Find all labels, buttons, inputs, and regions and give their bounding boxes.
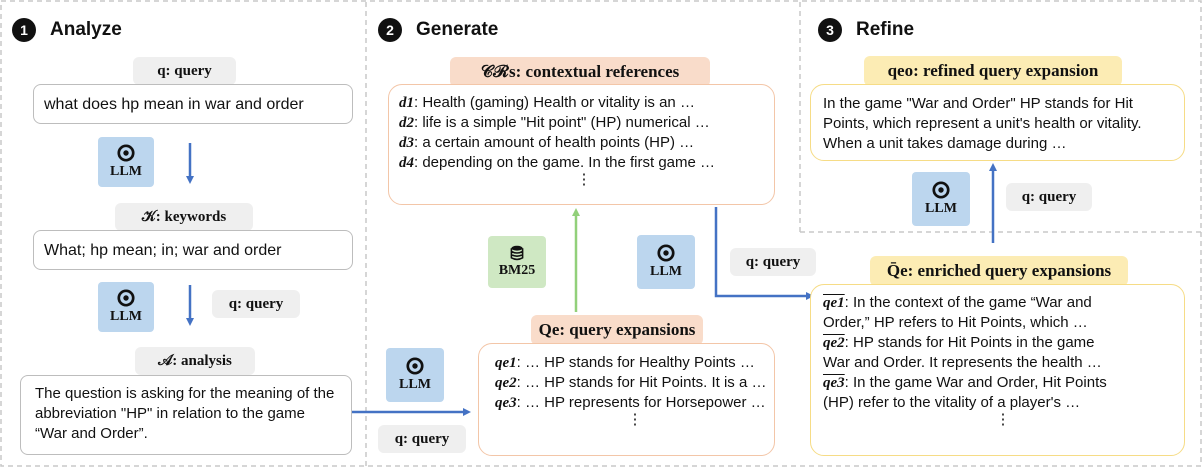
llm-block-3: LLM xyxy=(386,348,444,402)
section-title-text: Generate xyxy=(416,19,499,40)
query-tag: q: query xyxy=(1006,183,1092,211)
expansion-item: qe2: … HP stands for Hit Points. It is a… xyxy=(495,374,767,391)
aperture-icon xyxy=(117,289,135,307)
llm-block-1: LLM xyxy=(98,137,154,187)
bm25-block: BM25 xyxy=(488,236,546,288)
ellipsis: ⋮ xyxy=(576,171,592,188)
aperture-icon xyxy=(117,144,135,162)
contextual-references-tag: 𝒞ℛs: contextual references xyxy=(450,57,710,87)
document-item: d1: Health (gaming) Health or vitality i… xyxy=(399,94,695,111)
contextual-references-box: d1: Health (gaming) Health or vitality i… xyxy=(388,84,775,205)
analysis-text: The question is asking for the meaning o… xyxy=(35,385,335,442)
query-tag: q: query xyxy=(378,425,466,453)
ellipsis: ⋮ xyxy=(995,411,1011,428)
keywords-box: What; hp mean; in; war and order xyxy=(33,230,353,270)
keywords-tag: 𝒦: keywords xyxy=(115,203,253,231)
query-box: what does hp mean in war and order xyxy=(33,84,353,124)
aperture-icon xyxy=(406,357,424,375)
step-number-badge: 1 xyxy=(12,18,36,42)
enriched-item: qe3: In the game War and Order, Hit Poin… xyxy=(823,374,1107,411)
llm-block-5: LLM xyxy=(912,172,970,226)
query-tag: q: query xyxy=(133,57,236,85)
query-side-tag: q: query xyxy=(212,290,300,318)
section-analyze-title: 1 Analyze xyxy=(12,18,122,42)
query-expansions-box: qe1: … HP stands for Healthy Points … qe… xyxy=(478,343,775,456)
analysis-tag: 𝒜: analysis xyxy=(135,347,255,375)
section-generate-title: 2 Generate xyxy=(378,18,498,42)
refined-expansion-box: In the game "War and Order" HP stands fo… xyxy=(810,84,1185,161)
query-tag: q: query xyxy=(730,248,816,276)
enriched-expansions-tag: Q̄e: enriched query expansions xyxy=(870,256,1128,286)
step-number-badge: 3 xyxy=(818,18,842,42)
llm-block-4: LLM xyxy=(637,235,695,289)
refined-expansion-tag: qeo: refined query expansion xyxy=(864,56,1122,86)
aperture-icon xyxy=(932,181,950,199)
section-title-text: Refine xyxy=(856,19,915,40)
enriched-item: qe2: HP stands for Hit Points in the gam… xyxy=(823,334,1102,371)
aperture-icon xyxy=(657,244,675,262)
section-title-text: Analyze xyxy=(50,19,122,40)
query-text: what does hp mean in war and order xyxy=(44,95,304,113)
section-refine-title: 3 Refine xyxy=(818,18,914,42)
keywords-text: What; hp mean; in; war and order xyxy=(44,241,282,259)
step-number-badge: 2 xyxy=(378,18,402,42)
database-icon xyxy=(510,245,524,261)
refined-expansion-text: In the game "War and Order" HP stands fo… xyxy=(823,95,1142,152)
arrow-to-enriched xyxy=(714,207,814,300)
llm-block-2: LLM xyxy=(98,282,154,332)
expansion-item: qe3: … HP represents for Horsepower … xyxy=(495,394,766,411)
expansion-item: qe1: … HP stands for Healthy Points … xyxy=(495,354,755,371)
enriched-item: qe1: In the context of the game “War and… xyxy=(823,294,1092,331)
document-item: d4: depending on the game. In the first … xyxy=(399,154,716,171)
document-item: d2: life is a simple "Hit point" (HP) nu… xyxy=(399,114,710,131)
analysis-box: The question is asking for the meaning o… xyxy=(20,375,352,455)
document-item: d3: a certain amount of health points (H… xyxy=(399,134,695,151)
enriched-expansions-box: qe1: In the context of the game “War and… xyxy=(810,284,1185,456)
ellipsis: ⋮ xyxy=(627,411,643,428)
query-expansions-tag: Qe: query expansions xyxy=(531,315,703,345)
